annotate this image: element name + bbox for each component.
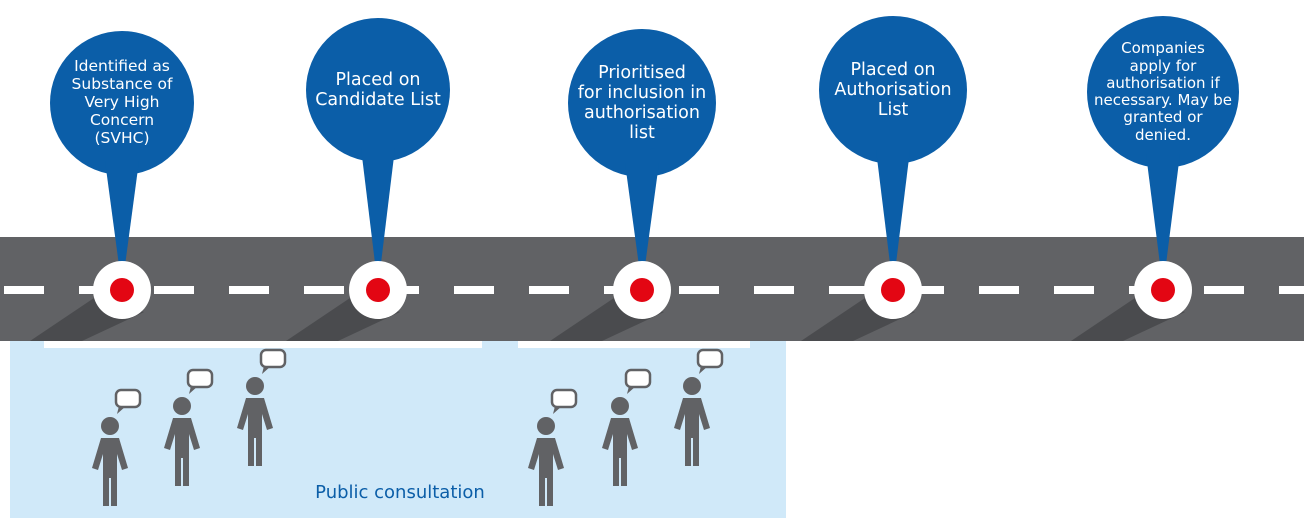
speech-bubble — [186, 368, 214, 389]
road-dash — [454, 286, 494, 294]
person-body — [674, 398, 710, 466]
speech-bubble-tail — [189, 386, 198, 394]
consultation-background — [10, 312, 786, 518]
road-dash — [154, 286, 194, 294]
step-bubble-pointer — [361, 148, 395, 288]
road-dash — [304, 286, 344, 294]
person-body — [237, 398, 273, 466]
person-speech-bubble-icon — [164, 368, 214, 486]
speech-bubble-tail — [553, 406, 562, 414]
public-consultation-label: Public consultation — [315, 482, 485, 503]
consultation-people — [92, 348, 724, 506]
speech-bubble — [550, 388, 578, 409]
road-dash — [679, 286, 719, 294]
step-bubble-pointer — [1146, 154, 1180, 288]
person-speech-bubble-icon — [528, 388, 578, 506]
person-speech-bubble-icon — [602, 368, 652, 486]
step-bubble-apply — [1087, 16, 1239, 168]
speech-bubble — [624, 368, 652, 389]
road-dash — [529, 286, 569, 294]
person-head — [683, 377, 701, 395]
step-bubble-pointer — [105, 161, 139, 288]
step-marker-dot — [881, 278, 905, 302]
person-head — [246, 377, 264, 395]
person-speech-bubble-icon — [237, 348, 287, 466]
road-dash — [979, 286, 1019, 294]
step-bubble-candidate — [306, 18, 450, 162]
speech-bubble-tail — [627, 386, 636, 394]
step-marker-dot — [630, 278, 654, 302]
step-label-prioritised: Prioritised for inclusion in authorisati… — [577, 62, 707, 144]
road-dash — [4, 286, 44, 294]
step-markers — [93, 261, 1192, 319]
step-bubble-authorisation — [819, 16, 967, 164]
speech-bubble-tail — [262, 366, 271, 374]
road-dash — [1279, 286, 1304, 294]
step-marker-dot — [1151, 278, 1175, 302]
speech-bubble — [114, 388, 142, 409]
road-dash — [754, 286, 794, 294]
speech-bubble-tail — [117, 406, 126, 414]
road-dash — [829, 286, 869, 294]
step-label-apply: Companies apply for authorisation if nec… — [1093, 39, 1232, 144]
road-dash — [904, 286, 944, 294]
person-body — [92, 438, 128, 506]
road-dash — [229, 286, 269, 294]
person-body — [164, 418, 200, 486]
step-bubble-svhc — [50, 31, 194, 175]
person-body — [602, 418, 638, 486]
step-label-svhc: Identified as Substance of Very High Con… — [71, 57, 173, 147]
person-body — [528, 438, 564, 506]
road-dash — [1204, 286, 1244, 294]
person-head — [101, 417, 119, 435]
step-bubble-prioritised — [568, 29, 716, 177]
person-head — [537, 417, 555, 435]
person-speech-bubble-icon — [674, 348, 724, 466]
road-dash — [1054, 286, 1094, 294]
step-marker-dot — [366, 278, 390, 302]
person-head — [173, 397, 191, 415]
step-bubble-pointer — [625, 163, 659, 288]
step-label-authorisation: Placed on Authorisation List — [834, 59, 952, 121]
step-bubbles — [50, 16, 1239, 288]
step-label-candidate: Placed on Candidate List — [315, 69, 441, 110]
public-consultation-area — [10, 312, 786, 518]
speech-bubble — [259, 348, 287, 369]
speech-bubble — [696, 348, 724, 369]
person-speech-bubble-icon — [92, 388, 142, 506]
step-bubble-pointer — [876, 150, 910, 288]
step-marker-dot — [110, 278, 134, 302]
person-head — [611, 397, 629, 415]
speech-bubble-tail — [699, 366, 708, 374]
